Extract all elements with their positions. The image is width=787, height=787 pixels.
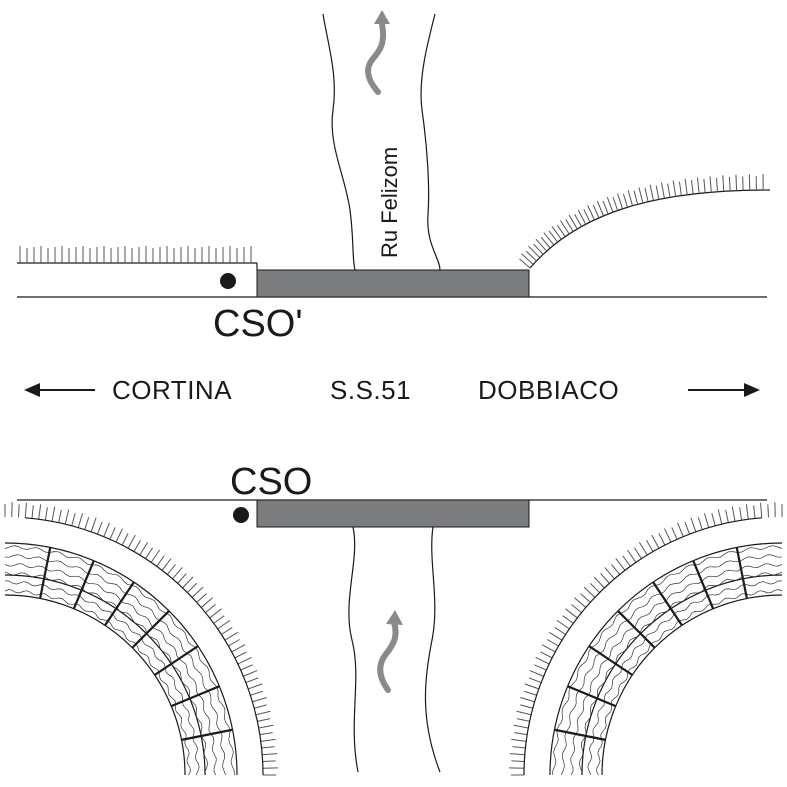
upper-right-embankment [519, 174, 771, 269]
right-destination-label: DOBBIACO [478, 375, 619, 405]
stream-lower-left-bank [348, 526, 359, 773]
bridge-upper [256, 269, 530, 298]
lower-left-embankment [4, 502, 278, 776]
bridge-lower [256, 499, 530, 528]
lower-right-embankment [509, 502, 783, 776]
stream-lower [348, 526, 441, 773]
station-upper-label: CSO' [213, 303, 303, 345]
upper-left-embankment [17, 246, 258, 270]
stream-name-label: Ru Felizom [377, 147, 402, 258]
station-upper-marker [220, 273, 236, 289]
stream-upper-right-bank [420, 13, 441, 271]
station-lower-label: CSO [230, 461, 312, 503]
left-destination-label: CORTINA [112, 375, 232, 405]
road-name-label: S.S.51 [330, 375, 411, 405]
arrow-right-icon [688, 383, 760, 397]
station-lower-marker [233, 507, 249, 523]
stream-upper [322, 13, 441, 271]
arrow-left-icon [24, 383, 95, 397]
stream-lower-right-bank [424, 526, 441, 773]
flow-arrow-lower-icon [377, 610, 403, 693]
flow-arrow-upper-icon [365, 10, 390, 95]
stream-upper-left-bank [322, 13, 356, 271]
